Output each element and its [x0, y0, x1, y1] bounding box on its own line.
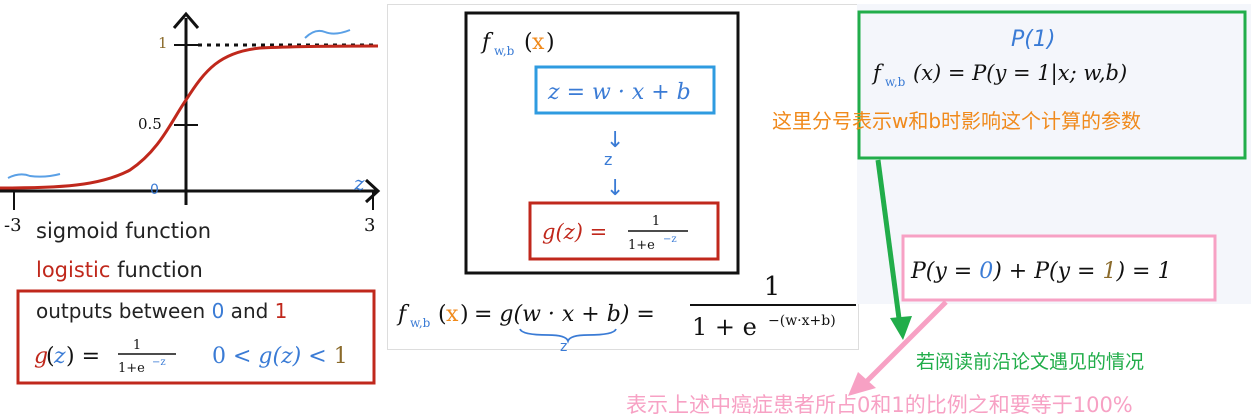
green-arrow-head	[890, 316, 912, 340]
formula-paren-eq: ) =	[66, 344, 100, 369]
bottom-paren-open: (	[438, 302, 447, 327]
sum-b: ) + P(y =	[992, 259, 1102, 284]
bottom-den: 1 + e	[692, 313, 757, 341]
model-box	[464, 11, 740, 275]
pink-box	[901, 234, 1217, 302]
g-box-exp: −z	[663, 234, 677, 245]
model-svg: f w,b ( x ) z = w · x + b ↓ z ↓ g(z) = 1…	[396, 11, 856, 355]
sum-a: P(y =	[910, 259, 979, 284]
model-f-sub: w,b	[494, 44, 515, 58]
logistic-function-label: logistic function	[36, 258, 203, 282]
label-x-zero: 0	[150, 182, 159, 198]
formula-paren-open: (	[46, 344, 55, 369]
green-note: 若阅读前沿论文遇见的情况	[916, 351, 1144, 373]
prob-f-sub: w,b	[885, 75, 906, 89]
bottom-num: 1	[764, 272, 781, 302]
model-f-paren-open: (	[524, 30, 533, 55]
bottom-f-sub: w,b	[410, 316, 431, 330]
bottom-paren-close: )	[460, 302, 469, 327]
outputs-box	[16, 289, 376, 385]
z-equation: z = w · x + b	[547, 80, 691, 105]
y-axis-arrow	[172, 11, 200, 29]
outputs-prefix: outputs between	[36, 299, 212, 323]
bottom-exp: −(w·x+b)	[768, 313, 836, 329]
g-box-left: g(z) =	[542, 220, 607, 244]
bottom-x: x	[446, 302, 459, 327]
range-one: 1	[334, 344, 348, 369]
sum-formula: P(y = 0) + P(y = 1) = 1	[910, 259, 1171, 284]
prob-formula: (x) = P(y = 1|x; w,b)	[913, 61, 1127, 86]
probability-panel: P(1) f w,b (x) = P(y = 1|x; w,b) P(y = 0…	[857, 4, 1251, 304]
range-zero: 0	[212, 344, 226, 369]
outputs-and: and	[224, 299, 274, 323]
label-y1: 1	[158, 34, 168, 52]
outputs-zero: 0	[212, 299, 225, 323]
outputs-text: outputs between 0 and 1	[36, 299, 287, 323]
g-box-num: 1	[652, 214, 660, 229]
hand-mark-left	[7, 173, 61, 179]
g-box-den: 1+e	[628, 238, 655, 253]
label-y-half: 0.5	[138, 115, 162, 133]
logistic-rest: function	[110, 258, 202, 282]
x-axis-arrow	[364, 178, 381, 204]
sigmoid-curve	[0, 44, 379, 190]
formula-g: g	[34, 344, 48, 369]
arrow-down-2: ↓	[606, 176, 624, 201]
hand-z: z	[604, 150, 612, 169]
prob-f: f	[871, 61, 884, 85]
range-text: 0 < g(z) < 1	[212, 344, 348, 369]
logistic-word: logistic	[36, 258, 110, 282]
formula-den: 1+e	[118, 361, 145, 376]
model-x: x	[532, 30, 545, 55]
pink-arrow-line	[864, 300, 948, 384]
orange-note: 这里分号表示w和b时影响这个计算的参数	[772, 109, 1141, 133]
hand-title: P(1)	[1011, 27, 1055, 52]
z-box	[534, 65, 716, 115]
formula-num: 1	[133, 338, 141, 353]
green-box	[857, 10, 1247, 160]
formula-exp: −z	[152, 357, 166, 368]
label-x-min: -3	[4, 215, 22, 236]
formula-z: z	[53, 344, 66, 369]
sum-one: 1	[1102, 259, 1116, 284]
sigmoid-function-label: sigmoid function	[36, 219, 211, 243]
sum-c: ) = 1	[1115, 259, 1171, 284]
outputs-one: 1	[275, 299, 288, 323]
label-z-axis: z	[353, 171, 365, 195]
hand-mark-right	[304, 29, 351, 39]
g-box	[528, 201, 720, 261]
model-f-paren-close: )	[546, 30, 555, 55]
range-mid: < g(z) <	[226, 344, 334, 369]
brace-z: z	[560, 339, 567, 355]
underbrace	[519, 328, 617, 344]
sigmoid-svg: 1 0.5 0 z -3 3 sigmoid function logistic…	[0, 11, 381, 385]
arrow-down-1: ↓	[606, 128, 624, 153]
bottom-lhs: = g(w · x + b) =	[474, 302, 655, 327]
label-x-max: 3	[364, 215, 375, 236]
sum-zero: 0	[979, 259, 993, 284]
probability-svg: P(1) f w,b (x) = P(y = 1|x; w,b) P(y = 0…	[857, 10, 1247, 302]
pink-arrow-head	[848, 372, 876, 396]
sigmoid-panel: 1 0.5 0 z -3 3 sigmoid function logistic…	[0, 0, 384, 398]
green-arrow-line	[875, 159, 903, 327]
pink-note: 表示上述中癌症患者所占0和1的比例之和要等于100%	[626, 393, 1133, 417]
